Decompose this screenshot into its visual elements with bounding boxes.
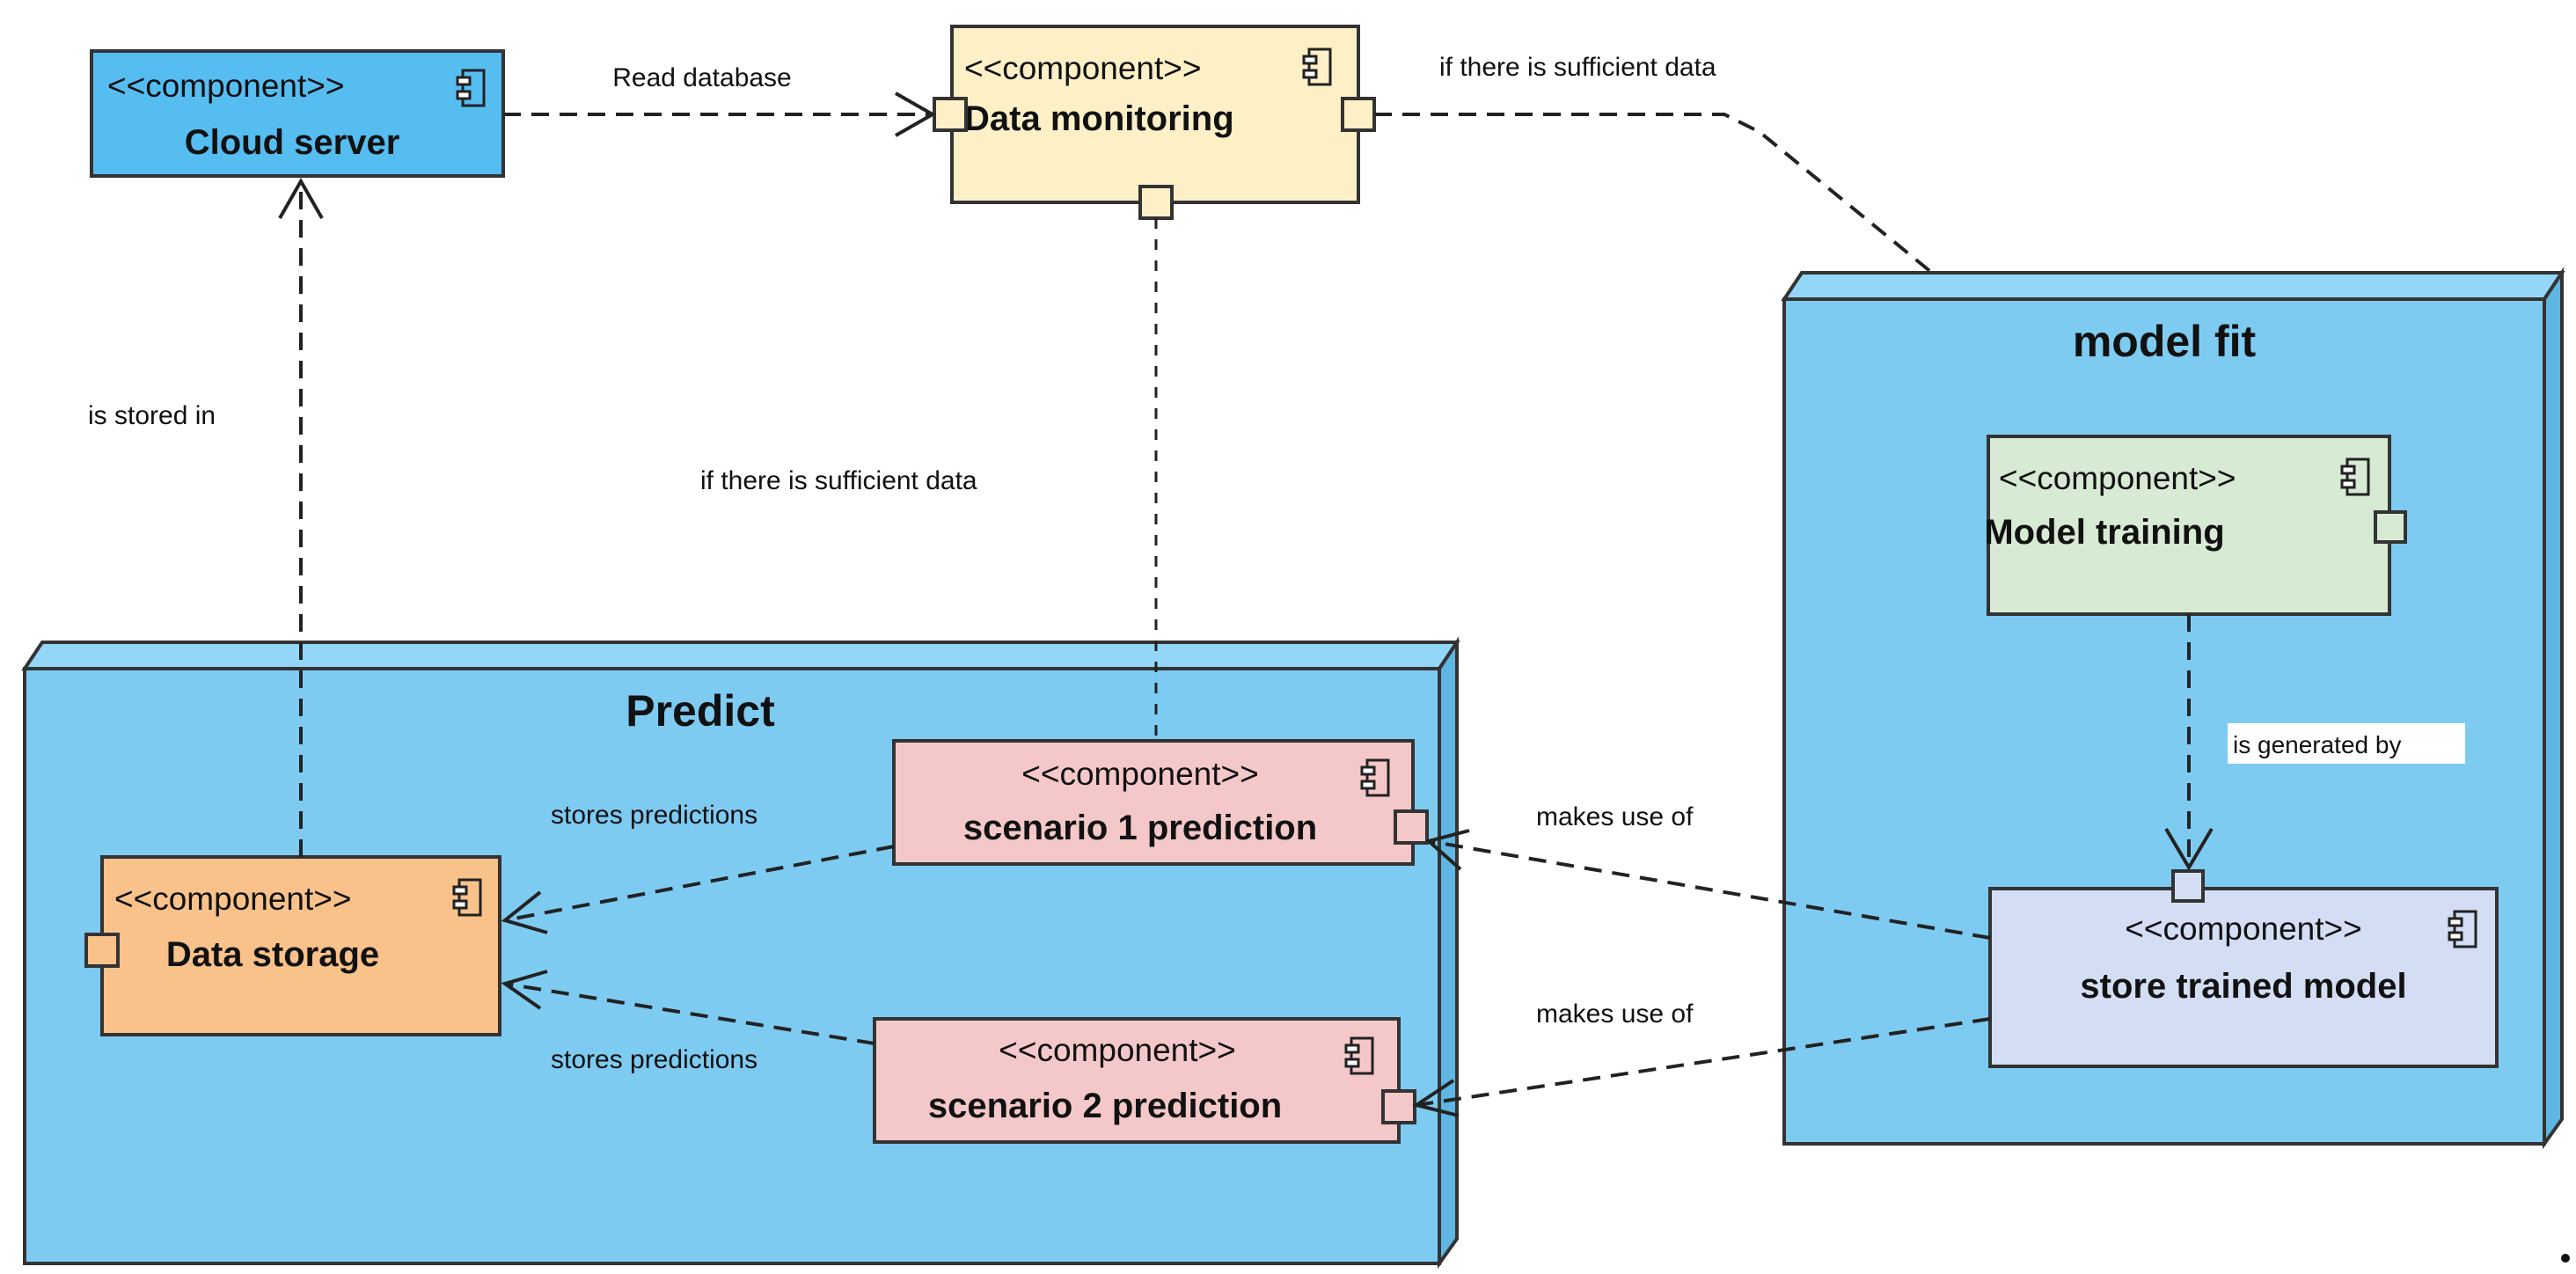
scenario-1-port[interactable] [1394,809,1429,845]
data-monitoring-port-right[interactable] [1341,97,1376,132]
connector-stores-predictions-2[interactable] [501,970,875,1045]
component-icon [452,878,482,917]
node-predict-title: Predict [626,686,775,736]
label-stores-predictions-1: stores predictions [551,801,757,830]
connector-is-generated-by[interactable] [2164,614,2214,871]
data-monitoring-port-left[interactable] [933,97,968,132]
node-model-fit-side [2543,267,2564,1150]
component-scenario-2-prediction[interactable]: <<component>> scenario 2 prediction [873,1017,1416,1144]
scenario-1-name: scenario 1 prediction [963,809,1317,847]
store-trained-model-name: store trained model [2080,967,2406,1006]
data-monitoring-port-bottom[interactable] [1138,185,1174,220]
label-is-generated-by-bg [2228,723,2465,764]
scenario-2-box [873,1017,1401,1144]
label-is-generated-by: is generated by [2233,731,2401,758]
component-icon [2448,910,2477,948]
component-icon [1302,48,1332,86]
data-storage-stereotype: <<component>> [114,881,352,917]
component-data-storage[interactable]: <<component>> Data storage [84,855,501,1036]
cloud-server-name: Cloud server [185,123,400,162]
scenario-1-box [892,739,1415,866]
connector-monitoring-to-model-fit[interactable] [1374,113,1934,275]
component-scenario-1-prediction[interactable]: <<component>> scenario 1 prediction [892,739,1429,866]
label-sufficient-data-mid: if there is sufficient data [700,466,977,495]
data-storage-port[interactable] [84,933,120,968]
label-stores-predictions-2: stores predictions [551,1045,757,1074]
node-predict-top [21,641,1460,670]
model-training-stereotype: <<component>> [1999,460,2236,496]
store-trained-model-box [1988,887,2499,1068]
component-cloud-server[interactable]: <<component>> Cloud server [90,49,505,178]
node-model-fit-top [1781,271,2565,301]
connector-makes-use-of-2[interactable] [1412,1017,1991,1117]
model-training-name: Model training [1984,513,2224,552]
cloud-server-stereotype: <<component>> [107,68,345,104]
scenario-1-stereotype: <<component>> [1021,756,1259,792]
connector-is-stored-in[interactable] [278,177,324,857]
node-predict-side [1438,636,1459,1270]
label-is-stored-in: is stored in [88,401,216,430]
component-icon [456,69,486,107]
node-model-fit-title: model fit [2073,317,2257,366]
model-training-port[interactable] [2374,510,2407,544]
scenario-2-port[interactable] [1381,1089,1416,1124]
connector-read-database[interactable] [503,92,937,137]
data-monitoring-name: Data monitoring [964,99,1234,138]
scenario-2-stereotype: <<component>> [999,1032,1236,1068]
label-read-database: Read database [612,63,792,92]
scenario-2-name: scenario 2 prediction [928,1087,1282,1125]
data-storage-box [100,855,501,1036]
component-icon [2340,458,2370,496]
connector-stores-predictions-1[interactable] [501,845,895,934]
data-monitoring-stereotype: <<component>> [964,50,1202,86]
component-data-monitoring[interactable]: <<component>> Data monitoring [933,25,1376,220]
data-storage-name: Data storage [166,935,379,974]
label-makes-use-of-1: makes use of [1536,802,1694,831]
label-makes-use-of-2: makes use of [1536,999,1694,1029]
connector-makes-use-of-1[interactable] [1424,829,1991,940]
store-trained-model-port[interactable] [2171,869,2205,903]
component-store-trained-model[interactable]: <<component>> store trained model [1988,869,2499,1068]
component-icon [1344,1036,1374,1075]
store-trained-model-stereotype: <<component>> [2125,911,2362,947]
component-model-training[interactable]: <<component>> Model training [1984,435,2407,616]
component-icon [1360,758,1390,797]
trailing-dot [2561,1254,2570,1263]
label-sufficient-data-top: if there is sufficient data [1439,53,1716,82]
